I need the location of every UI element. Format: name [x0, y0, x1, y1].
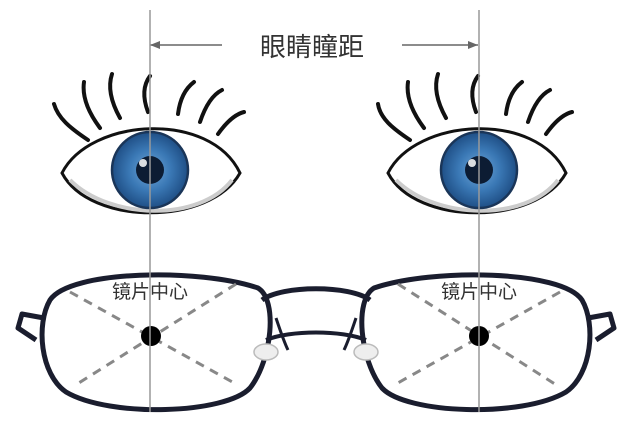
- left-eye: [52, 72, 246, 215]
- right-eyelashes: [376, 72, 574, 142]
- right-arrowhead: [468, 41, 478, 49]
- distance-indicator: 眼睛瞳距: [150, 33, 478, 63]
- left-lens-center-dot: [141, 326, 161, 346]
- left-arrowhead: [150, 41, 160, 49]
- left-eye-shadow: [68, 178, 234, 213]
- right-temple-arm: [587, 311, 617, 343]
- bridge-bottom: [265, 330, 367, 342]
- left-eyelashes: [52, 72, 246, 142]
- right-eye-highlight: [468, 159, 476, 167]
- diagram-title: 眼睛瞳距: [260, 33, 364, 63]
- left-pad-arm: [274, 317, 290, 351]
- bridge-top: [260, 286, 372, 303]
- right-eye: [376, 72, 574, 215]
- left-temple-arm: [15, 311, 45, 343]
- left-eye-highlight: [139, 159, 147, 167]
- right-eye-shadow: [394, 178, 560, 213]
- eyeglasses: 镜片中心 镜片中心: [15, 272, 617, 413]
- left-nose-pad: [253, 343, 279, 361]
- right-nose-pad: [353, 343, 379, 361]
- right-pad-arm: [342, 317, 358, 351]
